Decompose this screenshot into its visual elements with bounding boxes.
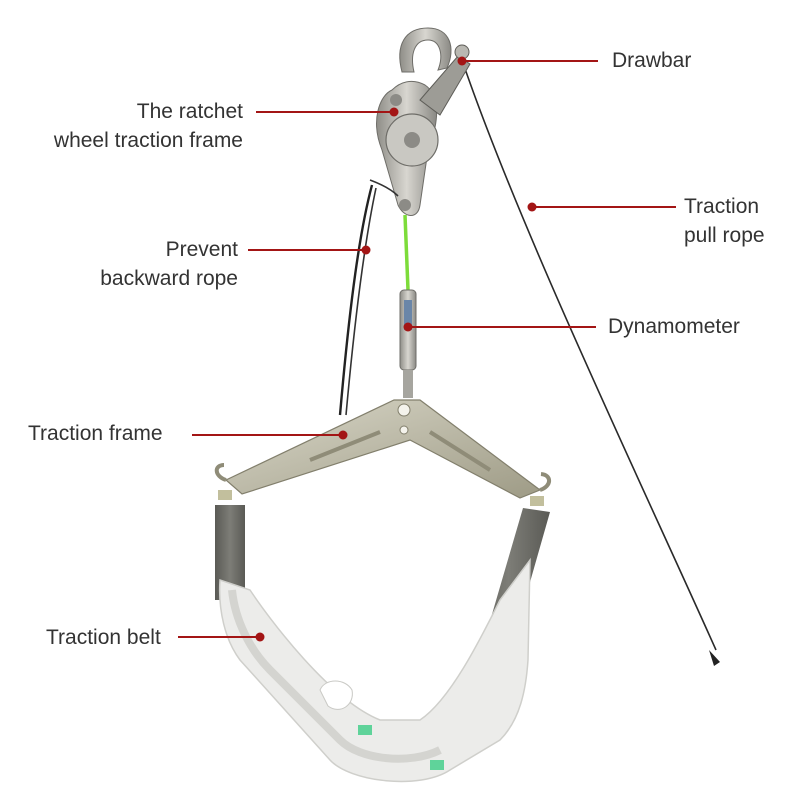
leader-lines [178,56,676,642]
leader-prevent-rope-dot [361,245,371,255]
label-pull-rope-line-1: Traction [684,195,760,218]
leader-ratchet-dot [389,107,399,117]
label-traction-pull-rope: Traction pull rope [684,192,765,250]
label-traction-belt: Traction belt [46,623,161,652]
traction-belt [218,557,531,783]
label-traction-frame: Traction frame [28,419,163,448]
traction-frame [214,399,552,506]
leader-pull-rope-dot [527,202,537,212]
leader-traction-belt-dot [255,632,265,642]
label-prevent-line-2: backward rope [100,267,238,290]
prevent-backward-rope [338,179,399,416]
label-ratchet-line-1: The ratchet [136,100,243,123]
label-dynamometer-text: Dynamometer [608,315,740,338]
leader-dynamometer-dot [403,322,413,332]
label-drawbar-text: Drawbar [612,49,692,72]
label-pull-rope-line-2: pull rope [684,224,765,247]
label-ratchet-wheel-traction-frame: The ratchet wheel traction frame [54,97,243,155]
label-ratchet-line-2: wheel traction frame [53,129,243,152]
label-prevent-backward-rope: Prevent backward rope [100,235,238,293]
label-prevent-line-1: Prevent [165,238,238,261]
leader-drawbar-dot [457,56,467,66]
dynamometer [399,289,417,398]
green-cord [403,214,410,291]
label-traction-frame-text: Traction frame [28,422,163,445]
leader-traction-frame-dot [338,430,348,440]
label-traction-belt-text: Traction belt [46,626,161,649]
label-drawbar: Drawbar [612,46,691,75]
traction-pull-rope [461,59,720,666]
ratchet-wheel-traction-frame [376,27,471,216]
label-dynamometer: Dynamometer [608,312,740,341]
